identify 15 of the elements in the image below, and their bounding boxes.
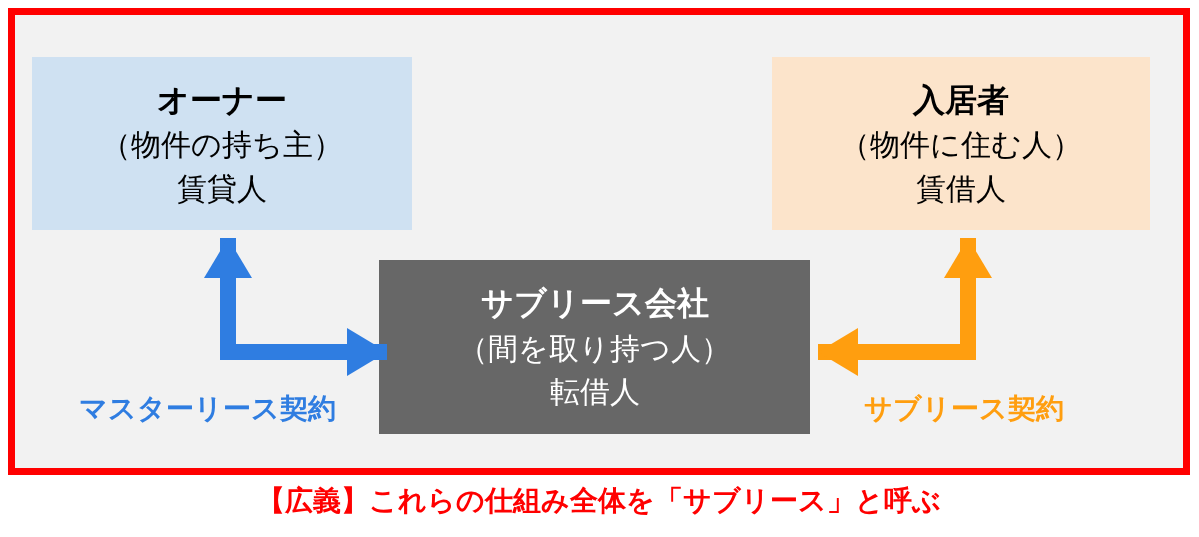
role-term: 転借人 xyxy=(549,373,640,412)
role-description: （物件に住む人） xyxy=(840,126,1082,165)
role-term: 賃借人 xyxy=(916,169,1006,208)
double-arrow xyxy=(818,238,992,376)
role-description: （物件の持ち主） xyxy=(101,126,343,165)
role-box xyxy=(32,57,412,230)
role-box xyxy=(379,260,810,434)
role-title: オーナー xyxy=(157,79,287,121)
caption-text: 【広義】これらの仕組み全体を「サブリース」と呼ぶ xyxy=(256,483,942,519)
role-description: （間を取り持つ人） xyxy=(458,329,731,368)
role-box xyxy=(772,57,1150,230)
role-term: 賃貸人 xyxy=(177,169,267,208)
role-title: 入居者 xyxy=(913,79,1009,121)
role-title: サブリース会社 xyxy=(480,283,709,325)
double-arrow xyxy=(204,238,387,376)
